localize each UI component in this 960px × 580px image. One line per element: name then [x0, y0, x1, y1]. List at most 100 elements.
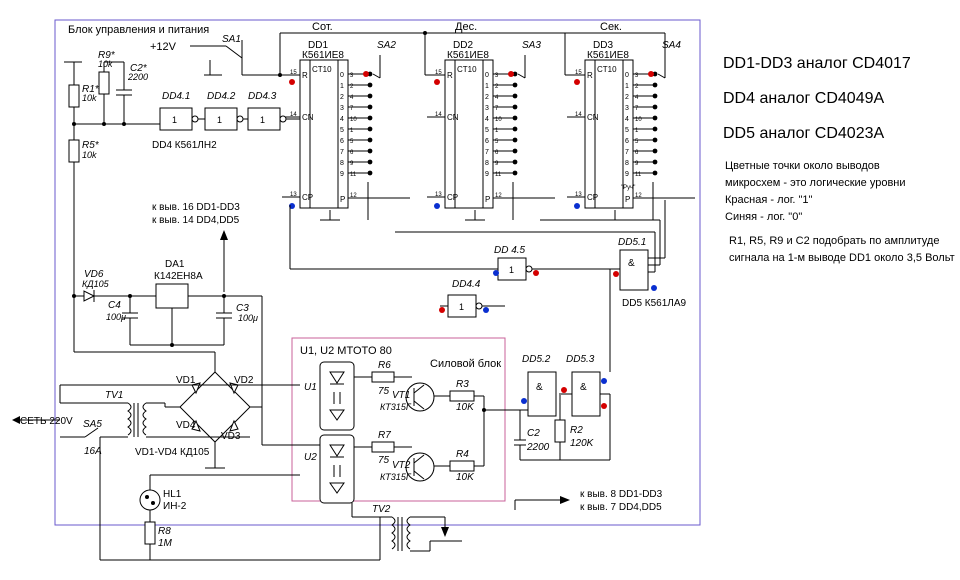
- pin-number: 13: [290, 192, 297, 198]
- pin-number: 2: [635, 84, 639, 90]
- pin-number: 10: [635, 117, 642, 123]
- output-index: 8: [485, 160, 489, 167]
- pin-number: 12: [495, 193, 502, 199]
- vd6-type: КД105: [82, 279, 110, 289]
- output-index: 4: [340, 116, 344, 123]
- vd1-label: VD1: [176, 375, 196, 386]
- pin-number: 1: [350, 128, 354, 134]
- c2a-value: 2200: [127, 72, 148, 82]
- pin-number: 15: [290, 70, 297, 76]
- r9-value: 10k: [98, 59, 113, 69]
- inverter-chain: [159, 107, 300, 131]
- pin-number: 2: [350, 84, 354, 90]
- sa1-switch: [204, 40, 280, 76]
- pin-number: 14: [575, 112, 582, 118]
- u2-label: U2: [304, 452, 317, 463]
- pin-number: 10: [495, 117, 502, 123]
- counter-input-label: CP: [447, 193, 458, 202]
- logic-high-dot: [574, 79, 580, 85]
- c2-label: C2: [527, 428, 540, 439]
- switch-contact: [512, 148, 518, 154]
- pin-number: 15: [435, 70, 442, 76]
- u12-label: U1, U2 MTOTO 80: [300, 345, 392, 357]
- dd44-label: DD4.4: [452, 279, 481, 290]
- output-index: 6: [340, 138, 344, 145]
- pin-number: 5: [635, 139, 639, 145]
- counter-type: К561ИЕ8: [302, 50, 344, 61]
- r7-resistor: [371, 441, 395, 453]
- tv1-label: TV1: [105, 390, 123, 401]
- pin-number: 14: [435, 112, 442, 118]
- u1-label: U1: [304, 382, 317, 393]
- nand-dd53: [571, 371, 601, 417]
- pin-number: 1: [495, 128, 499, 134]
- output-index: 4: [485, 116, 489, 123]
- vd6-label: VD6: [84, 269, 104, 280]
- pin-number: 12: [350, 193, 357, 199]
- output-index: 2: [625, 94, 629, 101]
- switch-contact: [512, 137, 518, 143]
- output-index: 0: [625, 72, 629, 79]
- switch-contact: [512, 126, 518, 132]
- nand-dd52: [527, 371, 557, 417]
- transistor-vt2: [405, 452, 435, 482]
- analog2-note: DD4 аналог CD4049A: [723, 90, 885, 107]
- sek-title: Сек.: [600, 21, 622, 33]
- to-pin7: к выв. 7 DD4,DD5: [580, 502, 662, 513]
- output-index: 9: [625, 171, 629, 178]
- dd42-label: DD4.2: [207, 91, 236, 102]
- counter-input-label: R: [587, 71, 593, 80]
- manual-label: "Руч": [621, 185, 635, 191]
- r4-resistor: [449, 460, 475, 472]
- output-index: 8: [625, 160, 629, 167]
- counter-type: К561ИЕ8: [447, 50, 489, 61]
- dd41-label: DD4.1: [162, 91, 190, 102]
- c3-value: 100μ: [238, 313, 258, 323]
- dd45-label: DD 4.5: [494, 245, 526, 256]
- switch-contact: [367, 115, 373, 121]
- switch-contact: [367, 148, 373, 154]
- pin-number: 4: [495, 95, 499, 101]
- pin-number: 11: [350, 172, 357, 178]
- r4-value: 10K: [456, 472, 475, 483]
- levels-blue: Синяя - лог. "0": [725, 211, 803, 223]
- output-index: 9: [485, 171, 489, 178]
- pin-number: 9: [495, 161, 499, 167]
- r7-value: 75: [378, 455, 390, 466]
- output-index: 2: [340, 94, 344, 101]
- output-index: 2: [485, 94, 489, 101]
- levels-red: Красная - лог. "1": [725, 194, 813, 206]
- pin-number: 2: [495, 84, 499, 90]
- r5-label: R5*: [82, 140, 100, 151]
- output-index: 3: [340, 105, 344, 112]
- counter-input-label: CN: [587, 113, 599, 122]
- switch-contact: [512, 115, 518, 121]
- pin-number: 6: [635, 150, 639, 156]
- pin-number: 5: [495, 139, 499, 145]
- levels-title: Цветные точки около выводов: [725, 160, 880, 172]
- r8-label: R8: [158, 526, 171, 537]
- vt2-label: VT2: [392, 460, 411, 471]
- output-index: 5: [485, 127, 489, 134]
- switch-contact: [367, 126, 373, 132]
- pin-number: 7: [350, 106, 354, 112]
- optocoupler-u1: [319, 361, 355, 431]
- c2a-label: C2*: [130, 63, 148, 74]
- switch-contact: [652, 148, 658, 154]
- sa5-label: SA5: [83, 419, 102, 430]
- ct-label: CT10: [457, 65, 477, 74]
- pin-number: 9: [350, 161, 354, 167]
- pin-number: 6: [350, 150, 354, 156]
- switch-contact: [512, 104, 518, 110]
- logic-high-dot: [508, 71, 514, 77]
- analog1-note: DD1-DD3 аналог CD4017: [723, 55, 911, 72]
- vd2-label: VD2: [234, 375, 254, 386]
- counter-name: DD2: [453, 40, 473, 51]
- r2-resistor: [554, 419, 566, 443]
- logic-high-dot: [648, 71, 654, 77]
- vd4-label: VD4: [176, 420, 196, 431]
- r3-label: R3: [456, 379, 469, 390]
